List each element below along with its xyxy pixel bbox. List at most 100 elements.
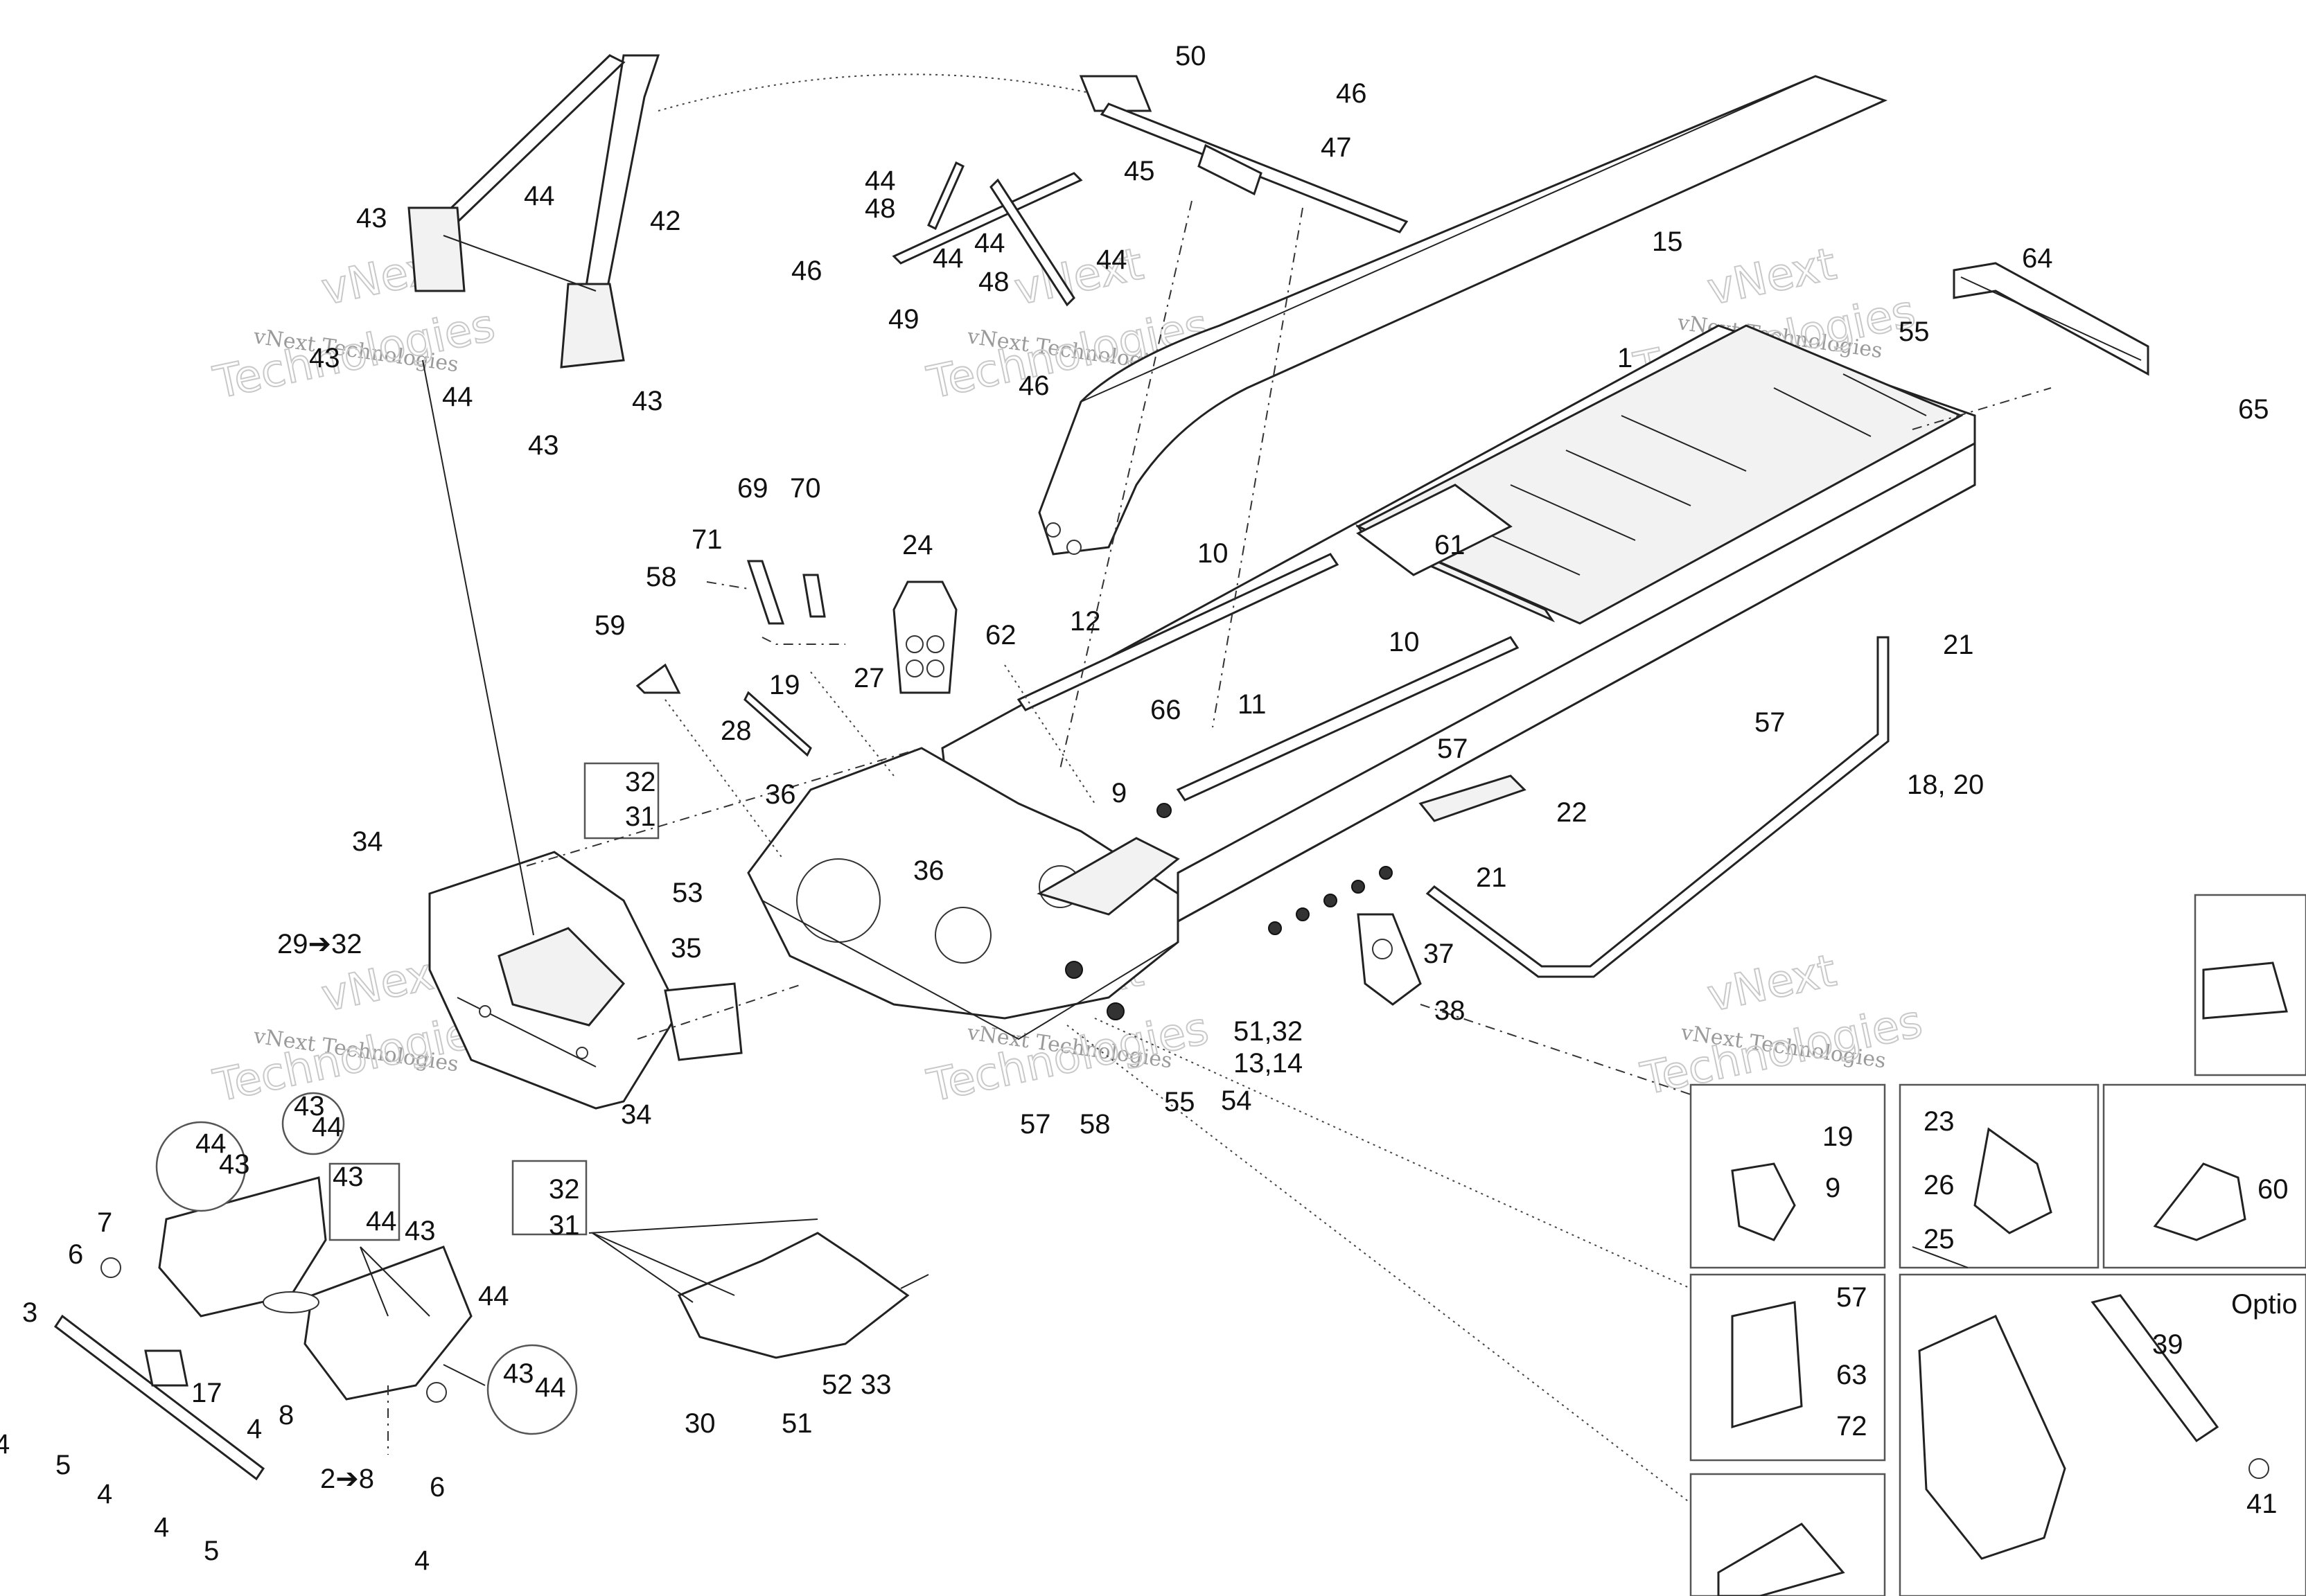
inset-box-43-44 [328, 1162, 401, 1241]
callout-38: 38 [1434, 995, 1466, 1026]
callout-55: 55 [1164, 1087, 1195, 1117]
callout-51-32: 51,32 [1233, 1016, 1303, 1047]
rear-cover-part-64 [1953, 262, 2149, 376]
callout-5: 5 [55, 1450, 71, 1480]
steering-column-part-45 [892, 75, 1409, 307]
callout-8: 8 [279, 1400, 294, 1430]
callout-29-32: 29➔32 [277, 929, 362, 959]
callout-36: 36 [913, 855, 944, 886]
callout-44: 44 [865, 166, 896, 196]
callout-9: 9 [1111, 778, 1127, 808]
lower-frame-part-30 [677, 1232, 929, 1359]
callout-10: 10 [1389, 627, 1420, 657]
detail-box-57-63-72 [1689, 1273, 1886, 1462]
callout-12: 12 [1070, 606, 1101, 637]
callout-57: 57 [1836, 1282, 1867, 1313]
leader-lines [360, 200, 2052, 1504]
callout-43: 43 [528, 430, 559, 461]
watermark-mid-right: vNext vNext Technologies Technologies [1636, 944, 1928, 1106]
callout-15: 15 [1652, 227, 1683, 257]
callout-labels: 50 46 47 45 44 48 44 44 48 44 46 49 46 1… [0, 41, 2298, 1576]
callout-28: 28 [721, 716, 752, 746]
callout-45: 45 [1124, 156, 1155, 186]
callout-69: 69 [737, 473, 768, 504]
bracket-part-35 [664, 982, 743, 1061]
callout-44: 44 [195, 1128, 227, 1159]
bracket-part-59 [635, 663, 681, 694]
callout-42: 42 [650, 206, 681, 236]
callout-44: 44 [312, 1112, 343, 1142]
callout-46: 46 [791, 256, 822, 286]
callout-43: 43 [356, 203, 387, 233]
callout-55: 55 [1899, 317, 1930, 347]
rear-tunnel-cover-part-15 [1038, 75, 1888, 556]
callout-19: 19 [769, 670, 800, 700]
callout-57: 57 [1020, 1109, 1051, 1140]
callout-4: 4 [414, 1545, 430, 1576]
callout-44: 44 [974, 228, 1005, 258]
option-label: Optio [2231, 1289, 2298, 1320]
skid-bar-part-3 [53, 1314, 265, 1481]
callout-44: 44 [524, 181, 555, 211]
callout-32: 32 [549, 1174, 580, 1205]
callout-71: 71 [692, 524, 723, 555]
callout-41: 41 [2246, 1489, 2278, 1519]
callout-46: 46 [1019, 371, 1050, 401]
callout-70: 70 [790, 473, 821, 504]
callout-50: 50 [1175, 41, 1206, 71]
callout-52: 52 [822, 1369, 853, 1400]
callout-19: 19 [1822, 1121, 1854, 1152]
callout-37: 37 [1423, 939, 1454, 969]
callout-48: 48 [865, 193, 896, 224]
callout-13-14: 13,14 [1233, 1048, 1303, 1079]
tunnel-part-1 [941, 324, 1976, 923]
callout-2-8: 2➔8 [320, 1464, 374, 1494]
callout-44: 44 [442, 382, 473, 412]
callout-49: 49 [888, 304, 919, 335]
callout-33: 33 [861, 1369, 892, 1400]
callout-44: 44 [366, 1206, 397, 1236]
inset-circle-43-44-top [155, 1092, 578, 1435]
callout-53: 53 [672, 878, 703, 908]
callout-43: 43 [333, 1162, 364, 1192]
inset-box-31-32-lower [511, 1160, 588, 1236]
lower-front-assembly-parts-7-8 [100, 1176, 473, 1403]
callout-43: 43 [219, 1149, 250, 1180]
callout-65: 65 [2238, 394, 2269, 425]
callout-46: 46 [1336, 78, 1367, 109]
callout-62: 62 [985, 620, 1016, 650]
rod-part-28 [743, 691, 812, 757]
callout-34: 34 [621, 1099, 652, 1130]
callout-5: 5 [204, 1536, 219, 1566]
callout-24: 24 [902, 530, 933, 560]
callout-7: 7 [97, 1207, 112, 1238]
bracket-part-37 [1357, 913, 1422, 1006]
callout-48: 48 [978, 267, 1010, 297]
callout-34: 34 [352, 826, 383, 857]
callout-39: 39 [2152, 1329, 2183, 1360]
callout-58: 58 [646, 562, 677, 592]
footrest-part-22 [1268, 774, 1526, 935]
callout-58: 58 [1080, 1109, 1111, 1140]
rear-bar-part-18-20 [1425, 636, 1890, 978]
callout-32: 32 [625, 767, 656, 797]
callout-47: 47 [1321, 132, 1352, 163]
callout-21: 21 [1476, 862, 1507, 893]
callout-31: 31 [625, 801, 656, 832]
brackets-parts-69-70 [706, 560, 845, 645]
callout-21: 21 [1943, 630, 1974, 660]
callout-26: 26 [1924, 1170, 1955, 1200]
detail-box-option [1899, 1273, 2306, 1596]
callout-9: 9 [1825, 1173, 1840, 1203]
bracket-part-24 [892, 580, 958, 694]
callout-43: 43 [503, 1358, 534, 1389]
callout-59: 59 [595, 610, 626, 641]
callout-44: 44 [478, 1281, 509, 1311]
callout-57: 57 [1437, 734, 1468, 764]
callout-44: 44 [535, 1372, 566, 1403]
callout-11: 11 [1238, 689, 1267, 720]
callout-3: 3 [22, 1297, 37, 1328]
callout-36: 36 [765, 779, 796, 810]
slide-rails-parts-10-11-12-66 [1016, 484, 1556, 801]
callout-63: 63 [1836, 1360, 1867, 1390]
